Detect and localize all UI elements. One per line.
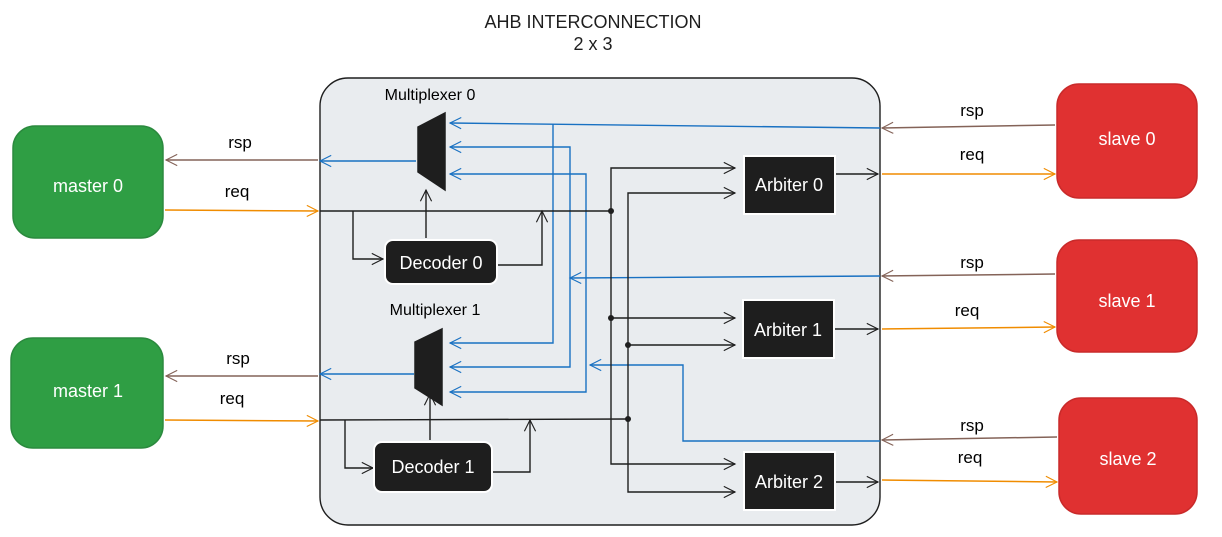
master-1-req-arrow bbox=[164, 414, 320, 428]
master-1-req-label: req bbox=[220, 389, 245, 408]
master-1-rsp-label: rsp bbox=[226, 349, 250, 368]
multiplexer-1-label: Multiplexer 1 bbox=[390, 302, 481, 319]
master-0-label: master 0 bbox=[53, 176, 123, 196]
slave-0: slave 0 bbox=[1056, 83, 1198, 199]
slave-2: slave 2 bbox=[1058, 397, 1198, 515]
master-0-req-arrow bbox=[164, 204, 320, 218]
slave-2-label: slave 2 bbox=[1099, 449, 1156, 469]
decoder-0: Decoder 0 bbox=[384, 239, 498, 285]
arbiter-0-label: Arbiter 0 bbox=[755, 175, 823, 195]
arbiter-2-label: Arbiter 2 bbox=[755, 472, 823, 492]
slave-0-rsp-arrow bbox=[880, 121, 1056, 134]
multiplexer-0: Multiplexer 0 bbox=[385, 87, 476, 192]
master-1-label: master 1 bbox=[53, 381, 123, 401]
arbiter-0: Arbiter 0 bbox=[743, 155, 836, 215]
decoder-0-label: Decoder 0 bbox=[399, 253, 482, 273]
slave-0-rsp-label: rsp bbox=[960, 101, 984, 120]
master-1: master 1 bbox=[10, 337, 164, 449]
slave-1-rsp-label: rsp bbox=[960, 253, 984, 272]
multiplexer-1: Multiplexer 1 bbox=[390, 302, 481, 407]
diagram-subtitle: 2 x 3 bbox=[573, 34, 612, 54]
slave-1: slave 1 bbox=[1056, 239, 1198, 353]
decoder-1-label: Decoder 1 bbox=[391, 457, 474, 477]
decoder-1: Decoder 1 bbox=[373, 441, 493, 493]
slave-2-req-label: req bbox=[958, 448, 983, 467]
slave-1-req-arrow bbox=[881, 321, 1057, 334]
slave-0-label: slave 0 bbox=[1098, 129, 1155, 149]
arbiter-2: Arbiter 2 bbox=[743, 451, 836, 511]
master-0-rsp-label: rsp bbox=[228, 133, 252, 152]
master-0-req-label: req bbox=[225, 182, 250, 201]
slave-1-req-label: req bbox=[955, 301, 980, 320]
interconnect-box bbox=[319, 77, 881, 526]
slave-2-req-arrow bbox=[881, 475, 1059, 488]
slave-1-label: slave 1 bbox=[1098, 291, 1155, 311]
diagram-title: AHB INTERCONNECTION bbox=[484, 12, 701, 32]
junction-dots bbox=[608, 208, 631, 422]
arbiter-1: Arbiter 1 bbox=[742, 299, 835, 359]
slave-2-rsp-label: rsp bbox=[960, 416, 984, 435]
slave-0-req-label: req bbox=[960, 145, 985, 164]
slave-1-rsp-arrow bbox=[880, 269, 1056, 282]
master-0: master 0 bbox=[12, 125, 164, 239]
slave-2-rsp-arrow bbox=[880, 433, 1058, 446]
multiplexer-0-label: Multiplexer 0 bbox=[385, 87, 476, 104]
arbiter-1-label: Arbiter 1 bbox=[754, 320, 822, 340]
mux-response-paths bbox=[318, 117, 881, 442]
